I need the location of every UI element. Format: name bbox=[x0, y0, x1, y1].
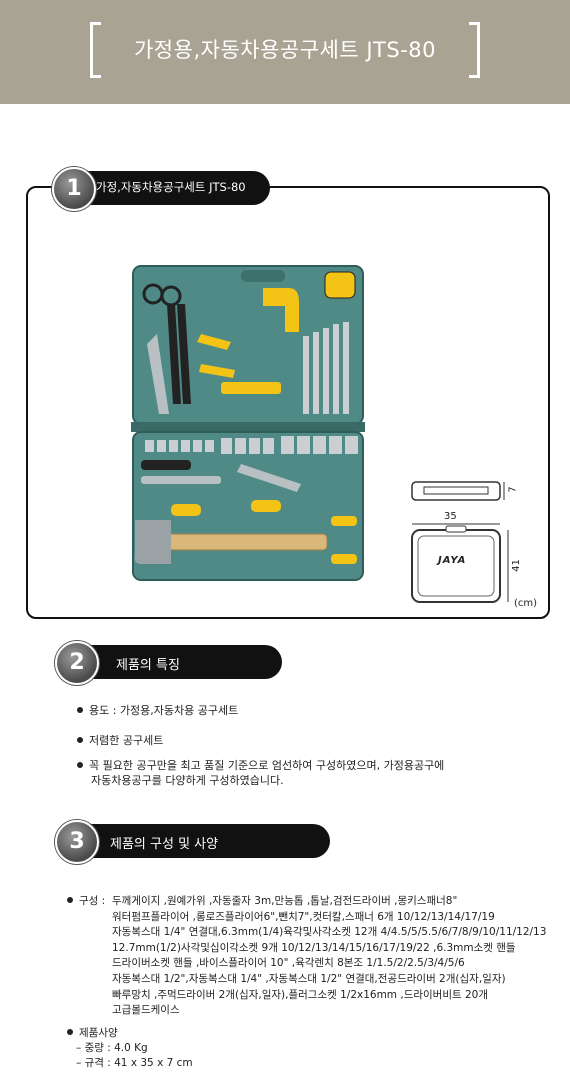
spec-weight: – 중량 : 4.0 Kg bbox=[76, 1042, 148, 1054]
spec-size: – 규격 : 41 x 35 x 7 cm bbox=[76, 1057, 193, 1069]
composition-line: 빠루망치 ,주먹드라이버 2개(십자,일자),플러그소켓 1/2x16mm ,드… bbox=[112, 988, 489, 1001]
section-3-number: 3 bbox=[55, 820, 99, 864]
bullet-icon bbox=[77, 762, 83, 768]
composition-label: 구성 : bbox=[67, 894, 105, 909]
composition-line: 두께게이지 ,원예가위 ,자동줄자 3m,만능톱 ,톱날,검전드라이버 ,몽키스… bbox=[112, 895, 458, 907]
spec-label: 제품사양 bbox=[67, 1026, 118, 1041]
feature-item: 꼭 필요한 공구만을 최고 품질 기준으로 엄선하여 구성하였으며, 가정용공구… bbox=[77, 758, 444, 773]
section-3-title: 제품의 구성 및 사양 bbox=[110, 837, 219, 852]
composition-line: 자동복스대 1/4" 연결대,6.3mm(1/4)육각및사각소켓 12개 4/4… bbox=[112, 926, 547, 939]
composition-line: 자동복스대 1/2",자동복스대 1/4" ,자동복스대 1/2" 연결대,전공… bbox=[112, 972, 506, 985]
dimension-drawing bbox=[411, 481, 509, 603]
composition-line: 12.7mm(1/2)사각및십이각소켓 9개 10/12/13/14/15/16… bbox=[112, 941, 516, 954]
product-image-box bbox=[26, 186, 550, 619]
section-3-tab bbox=[60, 824, 330, 858]
feature-item: 용도 : 가정용,자동차용 공구세트 bbox=[77, 703, 238, 718]
page-title: 가정용,자동차용공구세트 JTS-80 bbox=[133, 38, 437, 62]
bullet-icon bbox=[77, 707, 83, 713]
left-bracket bbox=[90, 22, 101, 78]
section-1-label: 가정,자동차용공구세트 JTS-80 bbox=[96, 180, 246, 194]
header-banner: 가정용,자동차용공구세트 JTS-80 bbox=[0, 0, 570, 104]
toolbox-photo bbox=[131, 265, 365, 581]
dim-height: 41 bbox=[510, 559, 522, 572]
case-logo: JAYA bbox=[438, 555, 467, 566]
bullet-icon bbox=[67, 897, 73, 903]
dim-depth: 7 bbox=[507, 486, 519, 493]
composition-line: 고급몰드케이스 bbox=[112, 1004, 180, 1017]
section-1-number: 1 bbox=[52, 167, 96, 211]
section-2-number: 2 bbox=[55, 641, 99, 685]
bullet-icon bbox=[67, 1029, 73, 1035]
composition-list: 두께게이지 ,원예가위 ,자동줄자 3m,만능톱 ,톱날,검전드라이버 ,몽키스… bbox=[112, 894, 546, 1019]
composition-line: 드라이버소켓 핸들 ,바이스플라이어 10" ,육각렌치 8본조 1/1.5/2… bbox=[112, 957, 465, 970]
right-bracket bbox=[469, 22, 480, 78]
dim-unit: (cm) bbox=[514, 598, 538, 609]
feature-item: 저렴한 공구세트 bbox=[77, 733, 163, 748]
feature-item-continued: 자동차용공구를 다양하게 구성하였습니다. bbox=[91, 774, 284, 787]
bullet-icon bbox=[77, 737, 83, 743]
dim-width: 35 bbox=[444, 511, 457, 522]
composition-line: 워터펌프플라이어 ,롱로즈플라이어6",뺀치7",컷터칼,스패너 6개 10/1… bbox=[112, 910, 495, 923]
section-2-title: 제품의 특징 bbox=[116, 658, 180, 673]
